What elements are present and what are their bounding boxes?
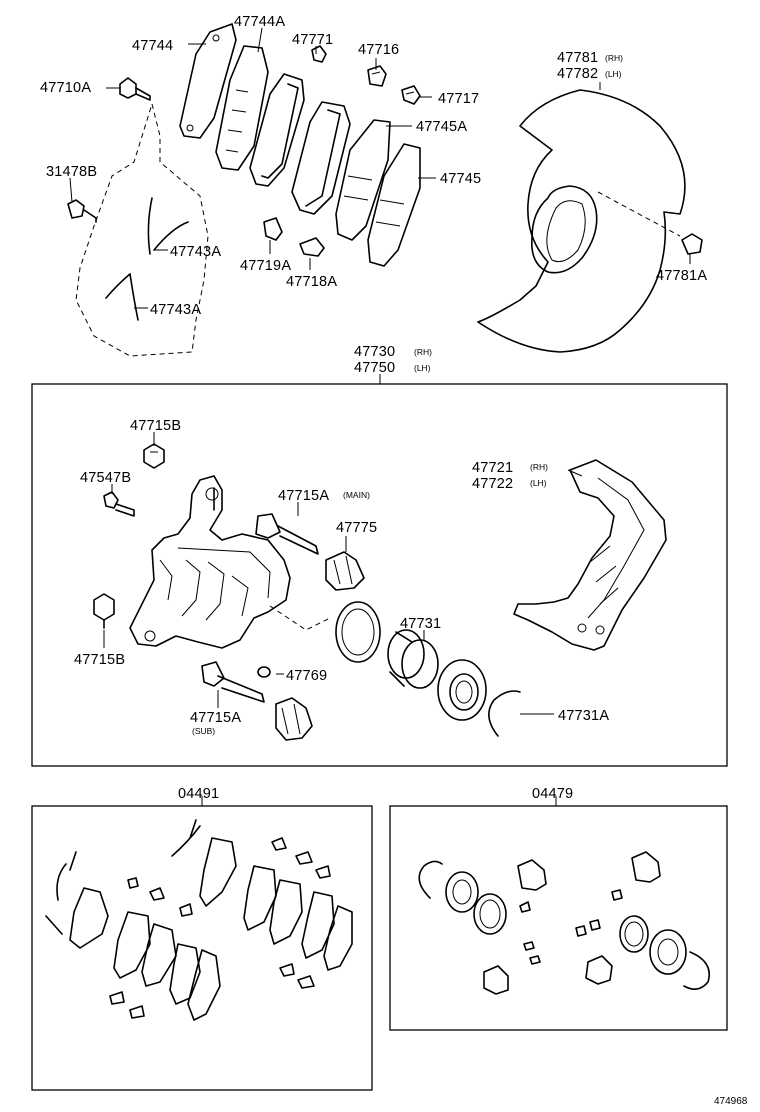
label-47710A: 47710A xyxy=(40,80,91,96)
piston-seal xyxy=(335,601,381,663)
pad-support-plate-47719A xyxy=(263,217,283,241)
brake-pad-outer xyxy=(291,101,351,215)
seal-kit-frame xyxy=(389,805,728,1031)
pad-kit-frame xyxy=(31,805,373,1091)
slide-pin-main-47715A xyxy=(255,513,319,555)
label-47721: 47721 xyxy=(472,460,513,476)
label-47731: 47731 xyxy=(400,616,441,632)
brake-pad-inner xyxy=(249,73,305,187)
anti-rattle-spring-47743A-upper xyxy=(147,197,189,255)
label-47745A: 47745A xyxy=(416,119,467,135)
pad-support-plate-47718A xyxy=(299,237,325,257)
label-47782: 47782 xyxy=(557,66,598,82)
label-47769: 47769 xyxy=(286,668,327,684)
label-47715A-sub-note: (SUB) xyxy=(192,726,215,736)
label-47743A-lower: 47743A xyxy=(150,302,201,318)
label-47715A-main: 47715A xyxy=(278,488,329,504)
screw-47781A xyxy=(681,233,703,255)
label-47744A: 47744A xyxy=(234,14,285,30)
bolt-47715B-upper xyxy=(143,443,165,469)
label-47731A: 47731A xyxy=(558,708,609,724)
anti-squeal-shim-47744A xyxy=(215,45,269,171)
label-47781: 47781 xyxy=(557,50,598,66)
label-47719A: 47719A xyxy=(240,258,291,274)
label-47730-side: (RH) xyxy=(414,347,432,357)
small-clip-47771 xyxy=(311,45,327,63)
label-47771: 47771 xyxy=(292,32,333,48)
label-47750-side: (LH) xyxy=(414,363,431,373)
label-47743A-upper: 47743A xyxy=(170,244,221,260)
anti-squeal-shim-47745 xyxy=(367,143,421,267)
caliper-phantom-outline xyxy=(75,102,209,357)
bolt-47715B-lower xyxy=(93,593,115,629)
label-47730: 47730 xyxy=(354,344,395,360)
piston-47731 xyxy=(387,629,439,689)
caliper-body xyxy=(129,475,291,649)
label-47717: 47717 xyxy=(438,91,479,107)
pad-wear-clip-47716 xyxy=(367,65,387,87)
anti-squeal-shim-47745A xyxy=(335,119,391,241)
label-47716: 47716 xyxy=(358,42,399,58)
slide-bushing-boot xyxy=(275,697,313,741)
label-04479: 04479 xyxy=(532,786,573,802)
bleeder-47547B xyxy=(103,491,135,517)
bleeder-plug-47710A xyxy=(119,77,151,101)
pad-support-plate-47717 xyxy=(401,85,421,105)
label-47722-side: (LH) xyxy=(530,478,547,488)
label-47782-side: (LH) xyxy=(605,69,622,79)
label-47715A-main-note: (MAIN) xyxy=(343,490,370,500)
cylinder-boot xyxy=(437,659,487,721)
label-47715A-sub: 47715A xyxy=(190,710,241,726)
label-31478B: 31478B xyxy=(46,164,97,180)
bushing-47769 xyxy=(257,666,271,678)
label-47744: 47744 xyxy=(132,38,173,54)
label-47781-side: (RH) xyxy=(605,53,623,63)
label-47775: 47775 xyxy=(336,520,377,536)
piston-axis-line xyxy=(269,605,331,631)
label-47547B: 47547B xyxy=(80,470,131,486)
caliper-assembly-frame xyxy=(31,383,728,767)
bolt-31478B xyxy=(67,199,97,223)
label-47715B-lower: 47715B xyxy=(74,652,125,668)
label-47781A: 47781A xyxy=(656,268,707,284)
slide-pin-sub-47715A xyxy=(201,661,265,703)
label-04491: 04491 xyxy=(178,786,219,802)
top-leaders xyxy=(69,27,691,309)
disc-brake-dust-cover xyxy=(477,89,686,353)
pad-kit-parts xyxy=(45,819,353,1021)
cylinder-boot-47775 xyxy=(325,551,365,591)
set-ring-47731A xyxy=(488,690,521,737)
drawing-number: 474968 xyxy=(714,1096,748,1107)
label-47722: 47722 xyxy=(472,476,513,492)
label-47750: 47750 xyxy=(354,360,395,376)
label-47715B-upper: 47715B xyxy=(130,418,181,434)
label-47718A: 47718A xyxy=(286,274,337,290)
anti-squeal-shim-47744 xyxy=(179,23,237,139)
caliper-mounting-bracket xyxy=(513,459,667,651)
part-number-labels: 47744 47744A 47771 47716 47717 47710A 31… xyxy=(40,14,748,1107)
anti-rattle-spring-47743A-lower xyxy=(105,273,139,321)
label-47745: 47745 xyxy=(440,171,481,187)
seal-kit-parts xyxy=(418,851,710,995)
label-47721-side: (RH) xyxy=(530,462,548,472)
middle-leaders xyxy=(103,432,583,715)
